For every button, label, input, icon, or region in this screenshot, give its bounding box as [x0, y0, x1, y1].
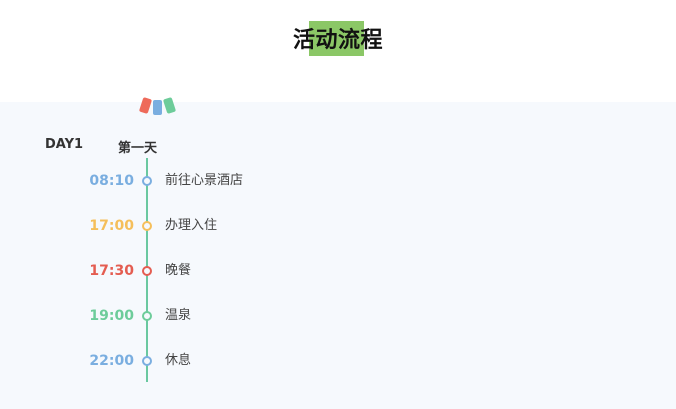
- event-description: 温泉: [165, 308, 192, 323]
- event-description: 休息: [165, 353, 192, 368]
- event-description: 办理入住: [165, 218, 218, 233]
- event-dot-icon: [142, 311, 152, 321]
- timeline-event: 17:00 办理入住: [0, 216, 676, 236]
- title-accent-block: [309, 21, 364, 56]
- event-time: 19:00: [89, 308, 134, 324]
- event-time: 17:00: [89, 218, 134, 234]
- schedule-panel: [0, 102, 676, 409]
- event-time: 22:00: [89, 353, 134, 369]
- timeline-event: 22:00 休息: [0, 351, 676, 371]
- event-time: 08:10: [89, 173, 134, 189]
- event-dot-icon: [142, 266, 152, 276]
- event-dot-icon: [142, 176, 152, 186]
- day-subtitle: 第一天: [118, 141, 158, 156]
- ribbon-green-icon: [162, 96, 177, 115]
- title-section: 活动流程: [0, 0, 676, 102]
- timeline-event: 19:00 温泉: [0, 306, 676, 326]
- page-title: 活动流程: [292, 28, 383, 53]
- event-time: 17:30: [89, 263, 134, 279]
- event-dot-icon: [142, 356, 152, 366]
- day-label: DAY1: [45, 137, 84, 152]
- ribbon-blue-icon: [153, 100, 162, 115]
- timeline-event: 17:30 晚餐: [0, 261, 676, 281]
- event-description: 晚餐: [165, 263, 192, 278]
- timeline-event: 08:10 前往心景酒店: [0, 171, 676, 191]
- event-dot-icon: [142, 221, 152, 231]
- ribbon-red-icon: [138, 96, 153, 115]
- ribbon-decoration-icon: [138, 96, 179, 118]
- event-description: 前往心景酒店: [165, 173, 244, 188]
